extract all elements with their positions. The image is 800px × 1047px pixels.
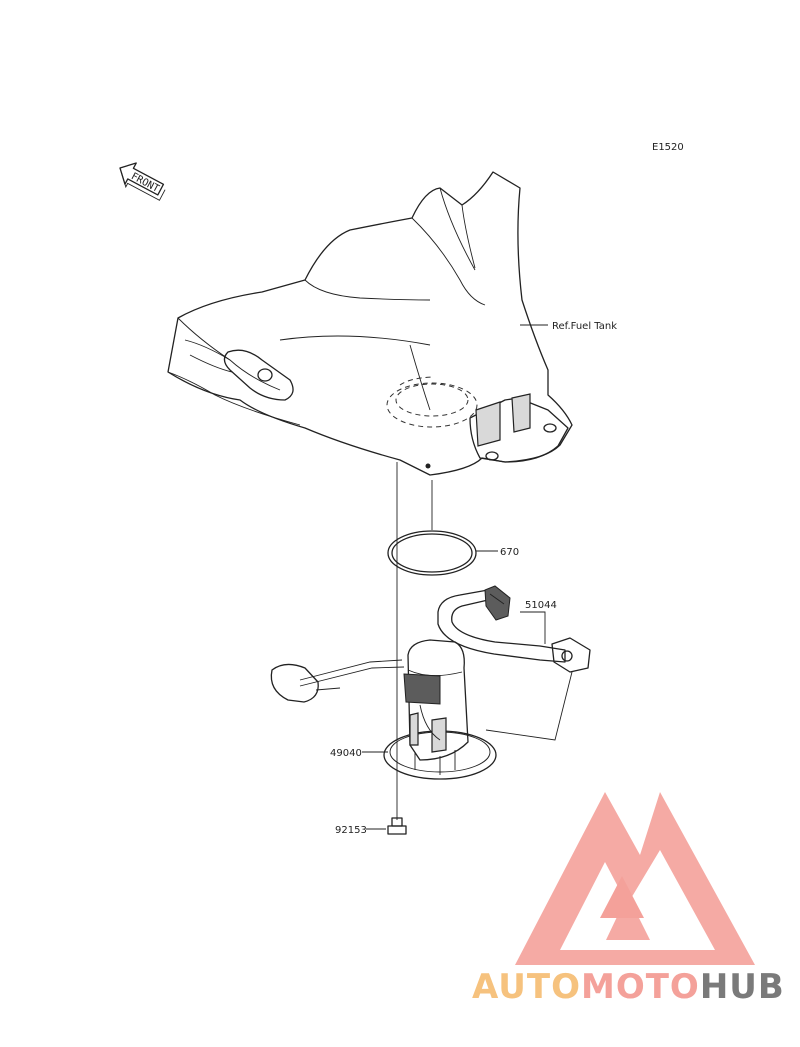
o-ring-drawing xyxy=(387,530,477,576)
label-bolt: 92153 xyxy=(335,825,367,836)
diagram-code: E1520 xyxy=(652,142,684,153)
label-fuel-hose: 51044 xyxy=(525,600,557,611)
fuel-tank-drawing xyxy=(167,171,573,476)
label-fuel-pump: 49040 xyxy=(330,748,362,759)
logo-text-moto: MOTO xyxy=(581,967,700,1007)
fuel-hose-drawing xyxy=(437,585,591,673)
front-arrow-icon: FRONT xyxy=(119,162,166,201)
label-o-ring: 670 xyxy=(500,547,519,558)
label-fuel-tank: Ref.Fuel Tank xyxy=(552,321,617,332)
fuel-pump-drawing xyxy=(270,639,497,780)
logo-text-hub: HUB xyxy=(700,967,785,1007)
automotohub-logo: AUTOMOTOHUB xyxy=(472,792,785,1007)
leader-fuel-hose xyxy=(520,611,546,644)
bolt-drawing xyxy=(387,817,407,835)
svg-text:AUTOMOTOHUB: AUTOMOTOHUB xyxy=(472,967,785,1007)
logo-text-auto: AUTO xyxy=(472,967,581,1007)
